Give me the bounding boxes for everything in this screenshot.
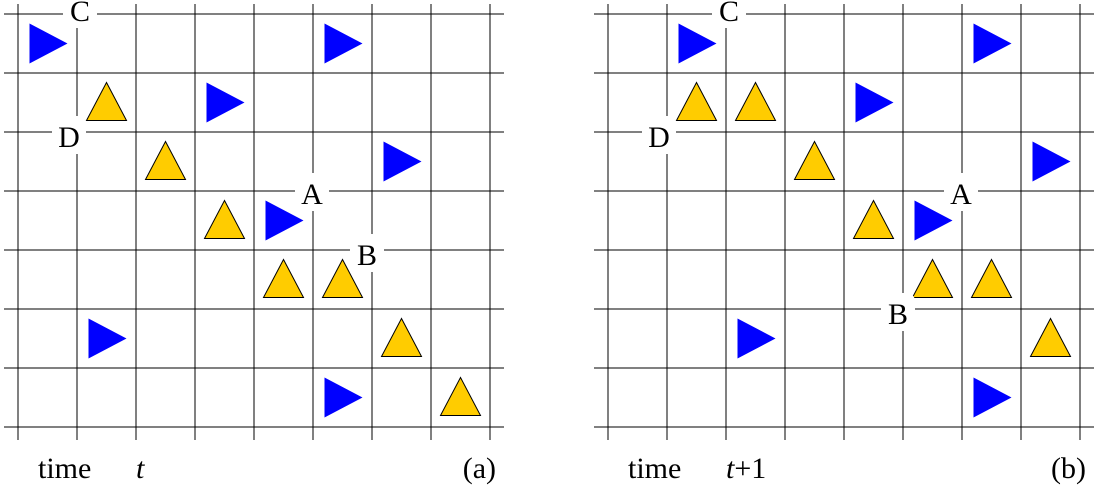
right-vehicle-triangle-icon [206, 82, 245, 123]
right-vehicle-triangle-icon [678, 23, 717, 64]
site-label-text: D [58, 121, 80, 154]
caption-panel-tag: (b) [1051, 452, 1086, 485]
site-label-background [881, 293, 915, 331]
right-vehicle-triangle-icon [88, 318, 127, 359]
right-vehicle-triangle-icon [914, 200, 953, 241]
site-label-b: B [881, 293, 915, 331]
site-label-background [295, 173, 329, 211]
site-label-text: C [719, 0, 739, 28]
right-vehicle-triangle-icon [973, 23, 1012, 64]
site-label-b: B [350, 234, 384, 272]
caption-time-word: time [628, 452, 681, 485]
site-label-d: D [642, 116, 676, 154]
up-vehicle-triangle-icon [675, 81, 718, 121]
up-vehicle-triangle-icon [144, 140, 187, 180]
right-vehicle-triangle-icon [265, 200, 304, 241]
up-vehicle-triangle-icon [911, 258, 954, 298]
right-vehicle-triangle-icon [737, 318, 776, 359]
up-vehicle-triangle-icon [970, 258, 1013, 298]
site-label-background [712, 0, 746, 28]
up-vehicle-triangle-icon [439, 376, 482, 416]
up-vehicle-triangle-icon [852, 199, 895, 239]
right-vehicle-triangle-icon [1032, 141, 1071, 182]
up-vehicle-triangle-icon [793, 140, 836, 180]
site-label-text: A [950, 178, 972, 211]
right-vehicle-triangle-icon [855, 82, 894, 123]
up-vehicle-triangle-icon [262, 258, 305, 298]
site-label-c: C [712, 0, 746, 28]
up-vehicle-triangle-icon [85, 81, 128, 121]
site-label-d: D [52, 116, 86, 154]
site-label-text: B [888, 298, 908, 331]
up-vehicle-triangle-icon [321, 258, 364, 298]
up-vehicle-triangle-icon [203, 199, 246, 239]
right-vehicle-triangle-icon [324, 23, 363, 64]
caption-time-word: time [38, 452, 91, 485]
grid [594, 4, 1094, 440]
site-label-background [944, 173, 978, 211]
site-label-background [63, 0, 97, 28]
right-vehicle-triangle-icon [383, 141, 422, 182]
up-vehicle-triangle-icon [380, 317, 423, 357]
right-vehicle-triangle-icon [973, 377, 1012, 418]
site-label-a: A [295, 173, 329, 211]
up-vehicle-triangle-icon [1029, 317, 1072, 357]
site-label-text: B [357, 239, 377, 272]
site-label-c: C [63, 0, 97, 28]
site-label-text: C [70, 0, 90, 28]
right-vehicle-triangle-icon [324, 377, 363, 418]
site-label-text: A [301, 178, 323, 211]
caption-time-variable: t+1 [726, 452, 766, 485]
right-vehicle-triangle-icon [29, 23, 68, 64]
grid [4, 4, 504, 440]
caption-time-variable: t [136, 452, 145, 485]
site-label-background [350, 234, 384, 272]
caption-panel-tag: (a) [463, 452, 496, 485]
site-label-background [642, 116, 676, 154]
site-label-text: D [648, 121, 670, 154]
up-vehicle-triangle-icon [734, 81, 777, 121]
site-label-a: A [944, 173, 978, 211]
site-label-background [52, 116, 86, 154]
